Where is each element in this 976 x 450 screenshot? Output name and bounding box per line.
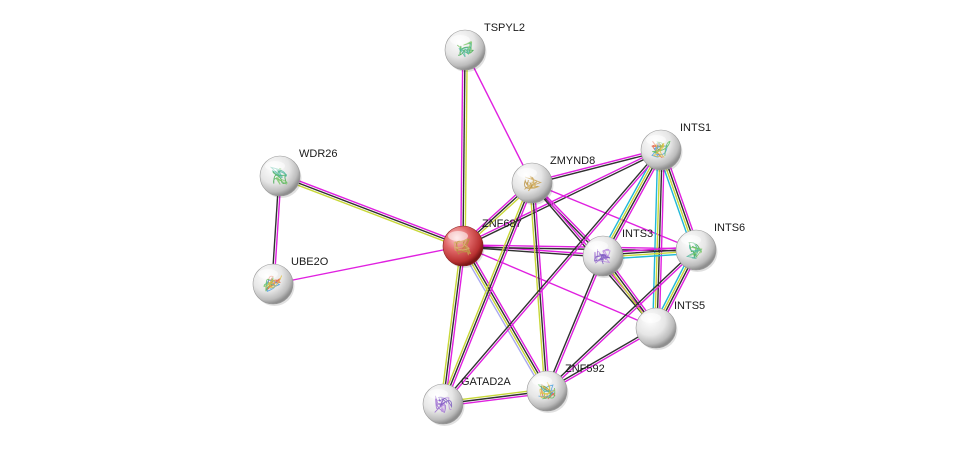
edge-line-experiments: [443, 150, 663, 406]
node-wdr26[interactable]: WDR26: [259, 148, 338, 198]
edge-znf687-ints1[interactable]: [462, 148, 662, 248]
edge-line-homology: [459, 247, 545, 394]
edge-line-coexpression: [656, 150, 663, 329]
edge-line-textmining: [440, 245, 462, 404]
edge-line-experiments: [462, 245, 657, 329]
edge-line-coexpression: [545, 248, 696, 391]
edge-zmynd8-ints6[interactable]: [531, 182, 697, 251]
node-label: GATAD2A: [461, 376, 511, 388]
edge-line-coexpression: [279, 175, 464, 247]
edge-line-experiments: [462, 148, 661, 246]
edge-line-coexpression: [531, 182, 548, 392]
node-label: TSPYL2: [484, 22, 525, 34]
node-highlight: [450, 35, 470, 45]
protein-structure-icon: [434, 395, 453, 414]
edge-line-textmining: [529, 183, 546, 392]
node-label: ZMYND8: [550, 155, 595, 167]
node-label: INTS3: [622, 228, 653, 240]
edge-zmynd8-ints1[interactable]: [531, 148, 662, 185]
protein-structure-icon: [524, 175, 543, 192]
node-highlight: [265, 161, 285, 171]
node-label: WDR26: [299, 148, 338, 160]
edge-zmynd8-gatad2a[interactable]: [440, 181, 535, 406]
protein-structure-icon: [453, 238, 472, 256]
edge-znf687-znf592[interactable]: [459, 243, 551, 394]
node-zmynd8[interactable]: ZMYND8: [511, 155, 595, 205]
node-highlight: [532, 376, 552, 386]
edge-line-experiments: [280, 173, 465, 245]
edge-line-experiments: [463, 244, 604, 256]
edge-line-experiments: [547, 250, 698, 393]
node-highlight: [448, 231, 468, 241]
edge-line-experiments: [531, 148, 661, 183]
node-tspyl2[interactable]: TSPYL2: [444, 22, 525, 72]
node-ints6[interactable]: INTS6: [675, 222, 745, 272]
node-gatad2a[interactable]: GATAD2A: [422, 376, 511, 426]
node-highlight: [258, 269, 278, 279]
node-label: INTS6: [714, 222, 745, 234]
edge-line-textmining: [278, 177, 463, 249]
edge-line-experiments: [444, 183, 535, 406]
edge-line-database: [652, 149, 659, 328]
edge-line-coexpression: [545, 255, 603, 391]
edge-tspyl2-znf687[interactable]: [460, 49, 468, 247]
node-ints5[interactable]: INTS5: [635, 300, 705, 350]
protein-structure-icon: [594, 248, 611, 265]
edge-znf687-gatad2a[interactable]: [440, 245, 466, 405]
node-highlight: [646, 135, 666, 145]
edge-line-experiments: [605, 151, 665, 258]
node-ube2o[interactable]: UBE2O: [252, 256, 329, 306]
edge-line-textmining: [440, 181, 531, 404]
edge-line-experiments: [547, 256, 605, 392]
edge-znf687-ints3[interactable]: [462, 244, 604, 258]
protein-structure-icon: [686, 241, 703, 259]
node-label: UBE2O: [291, 256, 329, 268]
node-label: INTS5: [674, 300, 705, 312]
edge-line-coexpression: [441, 148, 661, 404]
edge-ints1-gatad2a[interactable]: [441, 148, 663, 406]
edge-line-coexpression: [546, 326, 656, 391]
edge-line-experiments: [444, 246, 466, 405]
node-highlight: [641, 313, 661, 323]
node-znf592[interactable]: ZNF592: [526, 363, 605, 413]
node-label: INTS1: [680, 122, 711, 134]
edge-wdr26-znf687[interactable]: [278, 173, 465, 249]
node-ints3[interactable]: INTS3: [582, 228, 653, 278]
edge-line-experiments: [464, 49, 533, 184]
node-ints1[interactable]: INTS1: [640, 122, 711, 172]
node-highlight: [517, 168, 537, 178]
edge-line-coexpression: [463, 245, 549, 391]
node-highlight: [681, 235, 701, 245]
node-label: ZNF687: [482, 218, 522, 230]
edge-line-coexpression: [462, 49, 466, 247]
edge-line-textmining: [464, 50, 468, 247]
edge-line-experiments: [547, 328, 657, 393]
edge-line-coexpression: [462, 246, 603, 258]
node-highlight: [588, 241, 608, 251]
edge-ints3-znf592[interactable]: [545, 255, 605, 392]
edge-line-textmining: [654, 149, 661, 328]
edge-line-coexpression: [532, 150, 662, 185]
edge-ints5-znf592[interactable]: [546, 326, 657, 393]
edge-ube2o-znf687[interactable]: [272, 245, 464, 285]
edge-line-textmining: [461, 246, 547, 392]
edge-line-coexpression: [463, 150, 662, 248]
edge-ints6-znf592[interactable]: [545, 248, 698, 393]
node-znf687[interactable]: ZNF687: [442, 218, 522, 268]
edge-line-experiments: [460, 49, 464, 246]
protein-structure-icon: [456, 40, 475, 58]
edge-znf687-ints5[interactable]: [462, 245, 657, 329]
edge-line-experiments: [531, 182, 697, 251]
edge-tspyl2-zmynd8[interactable]: [464, 49, 533, 184]
node-highlight: [428, 389, 448, 399]
node-label: ZNF592: [565, 363, 605, 375]
edge-ints1-ints5[interactable]: [652, 149, 665, 329]
edge-line-experiments: [465, 243, 551, 390]
edge-line-coexpression: [442, 245, 464, 405]
edge-line-experiments: [658, 150, 665, 329]
edge-line-coexpression: [442, 182, 533, 405]
edge-line-experiments: [272, 245, 464, 285]
